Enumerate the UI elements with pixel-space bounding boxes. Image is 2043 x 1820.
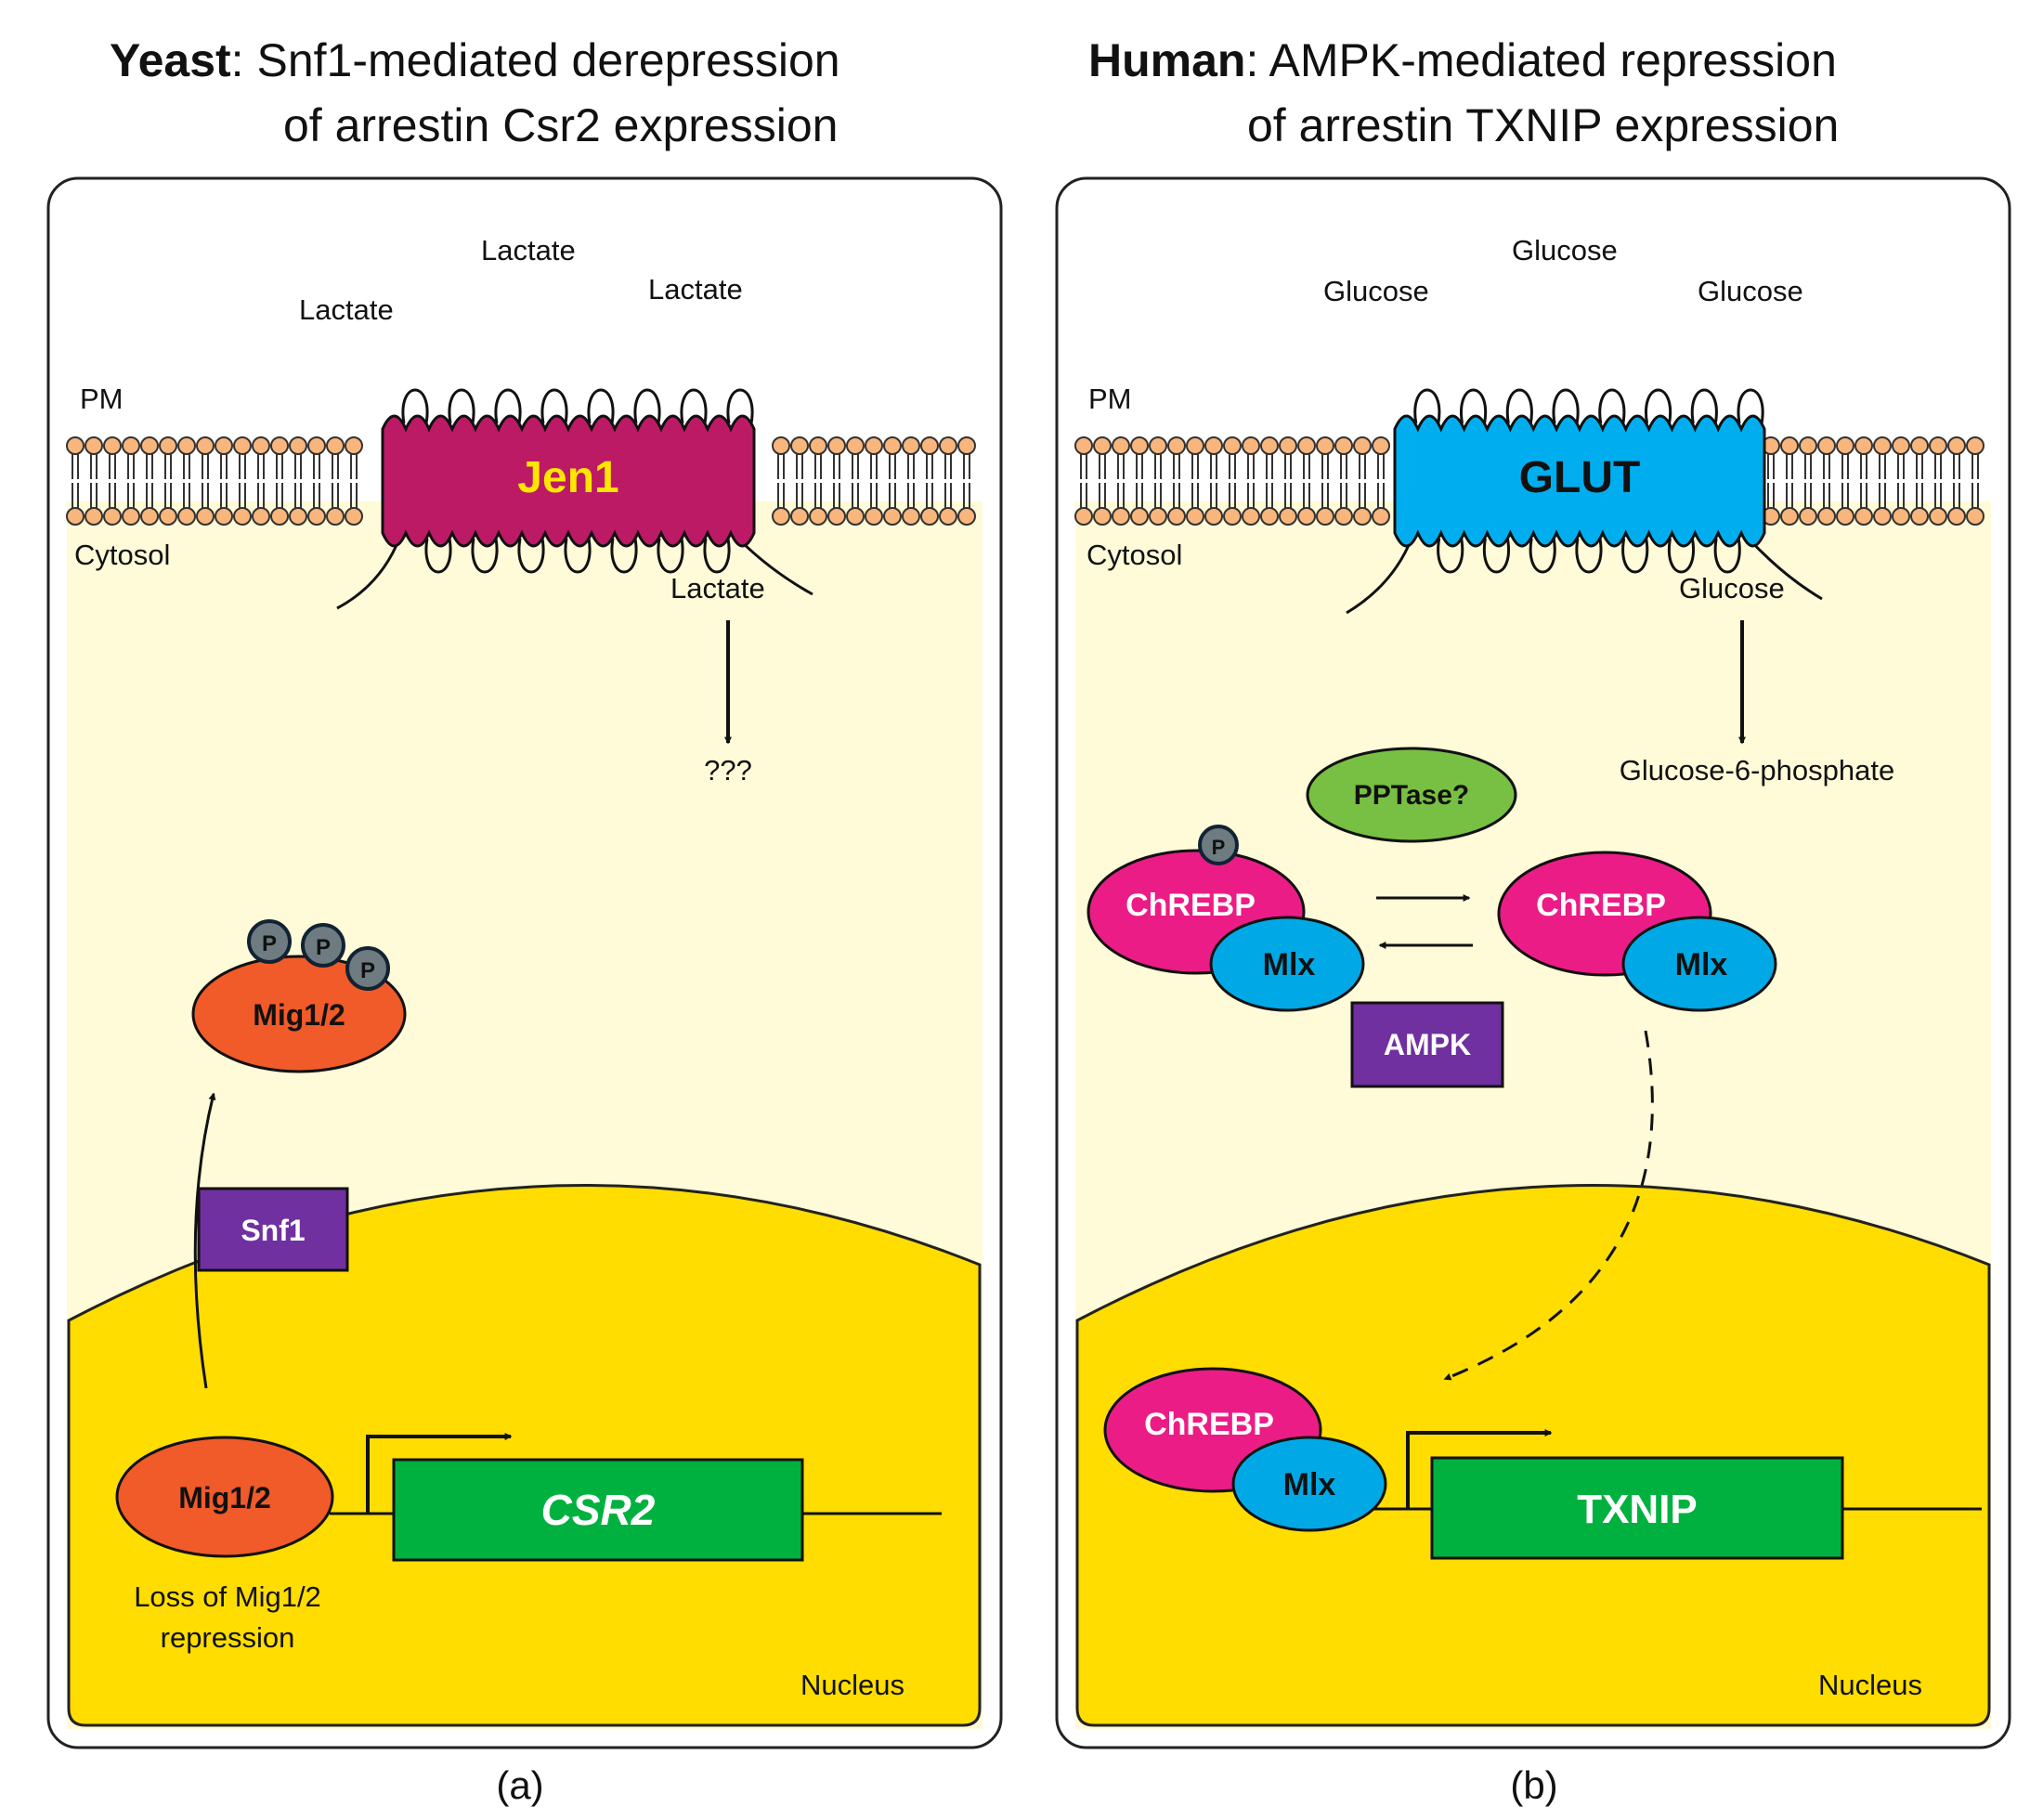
panel-b-substrate-1: Glucose — [1512, 234, 1618, 266]
phospho-3-icon: P — [345, 946, 390, 991]
svg-text:P: P — [262, 931, 277, 956]
mlx-left-label: Mlx — [1263, 947, 1316, 982]
panel-b-title: Human: AMPK-mediated repression — [1088, 34, 1837, 86]
mig-cytosolic-oval — [191, 955, 407, 1073]
csr2-gene-box — [392, 1458, 804, 1562]
mig-export-arrow — [193, 1092, 216, 1389]
txnip-tss-arrow — [1406, 1429, 1553, 1509]
svg-text:P: P — [360, 958, 375, 983]
chrebp-nuclear-label: ChREBP — [1144, 1407, 1274, 1442]
panel-b-title-line2: of arrestin TXNIP expression — [1247, 99, 1839, 151]
panel-a-substrate-2: Lactate — [299, 293, 394, 326]
mig-nuclear-label: Mig1/2 — [178, 1481, 271, 1514]
svg-text:P: P — [316, 935, 331, 960]
chrebp-phospho-icon: P — [1198, 825, 1239, 865]
panel-a-title-line1: Snf1-mediated derepression — [256, 34, 839, 86]
phospho-1-icon: P — [247, 919, 292, 964]
panel-b-substrate-3: Glucose — [1698, 275, 1803, 307]
mig-cytosolic-label: Mig1/2 — [253, 998, 345, 1032]
panel-b-nucleus — [1075, 1184, 1991, 1727]
snf1-box — [197, 1187, 349, 1272]
panel-a-internal-substrate: Lactate — [670, 572, 765, 604]
panel-a-organism: Yeast — [110, 34, 231, 86]
panel-b-organism: Human — [1088, 34, 1245, 86]
mig-phosphorylated: Mig1/2 P P P — [191, 919, 407, 1073]
svg-text:P: P — [1212, 836, 1226, 859]
panel-a-product: ??? — [704, 754, 752, 786]
panel-a-title-line2: of arrestin Csr2 expression — [283, 99, 838, 151]
panel-b-internal-substrate: Glucose — [1679, 572, 1785, 604]
mlx-right-oval — [1621, 916, 1777, 1012]
panel-a-note-line2: repression — [161, 1621, 295, 1654]
panel-a-note-line1: Loss of Mig1/2 — [134, 1580, 321, 1613]
mlx-right-label: Mlx — [1675, 947, 1728, 982]
jen1-transporter — [336, 388, 813, 610]
jen1-label: Jen1 — [517, 453, 618, 502]
chrebp-mlx-complex-nuclear: ChREBP Mlx — [1103, 1367, 1387, 1532]
pptase-oval — [1306, 747, 1517, 843]
chrebp-right-label: ChREBP — [1536, 888, 1666, 923]
mlx-nuclear-label: Mlx — [1283, 1467, 1336, 1502]
phospho-2-icon: P — [301, 923, 345, 968]
txnip-gene-label: TXNIP — [1577, 1487, 1698, 1532]
snf1-label: Snf1 — [241, 1214, 305, 1247]
jen1-n-terminus — [336, 538, 401, 610]
mig-nuclear-oval — [115, 1436, 334, 1558]
mlx-nuclear-oval — [1231, 1436, 1387, 1532]
panel-a-cytosol-label: Cytosol — [74, 539, 170, 571]
ampk-box — [1350, 1001, 1504, 1088]
glut-transporter — [1346, 388, 1823, 615]
chrebp-mlx-complex-phosphorylated: ChREBP Mlx P — [1087, 825, 1365, 1012]
pptase-label: PPTase? — [1354, 780, 1470, 811]
panel-b-pm-label: PM — [1088, 383, 1132, 415]
csr2-gene-label: CSR2 — [541, 1486, 656, 1534]
panel-a-plasma-membrane — [66, 436, 976, 526]
glut-n-terminus — [1346, 538, 1413, 615]
csr2-tss-arrow — [366, 1433, 513, 1514]
panel-a: Lactate Lactate Lactate PM Cytosol Jen1 … — [46, 176, 1003, 1749]
panel-b-substrate-2: Glucose — [1323, 275, 1429, 307]
panel-a-substrate-3: Lactate — [648, 273, 743, 306]
panel-b-nucleus-label: Nucleus — [1818, 1669, 1922, 1701]
chrebp-left-label: ChREBP — [1126, 888, 1256, 923]
panel-a-nucleus-label: Nucleus — [800, 1669, 904, 1701]
panel-a-title: Yeast: Snf1-mediated derepression — [110, 34, 840, 86]
panel-a-substrate-1: Lactate — [481, 234, 576, 266]
panel-b-title-line1: AMPK-mediated repression — [1269, 34, 1837, 86]
chrebp-mlx-complex-active: ChREBP Mlx — [1497, 851, 1777, 1012]
glut-label: GLUT — [1519, 453, 1641, 502]
panel-b-caption: (b) — [1510, 1763, 1557, 1807]
panel-b-plasma-membrane — [1074, 436, 1984, 526]
mlx-left-oval — [1209, 916, 1365, 1012]
panel-b-product: Glucose-6-phosphate — [1620, 754, 1894, 786]
panel-a-caption: (a) — [496, 1763, 543, 1807]
panel-b-cytosol-label: Cytosol — [1087, 539, 1182, 571]
nuclear-import-arrow — [1443, 1030, 1654, 1381]
panel-a-pm-label: PM — [80, 383, 124, 415]
panel-b: Glucose Glucose Glucose PM Cytosol GLUT … — [1055, 176, 2011, 1749]
ampk-label: AMPK — [1384, 1028, 1471, 1061]
